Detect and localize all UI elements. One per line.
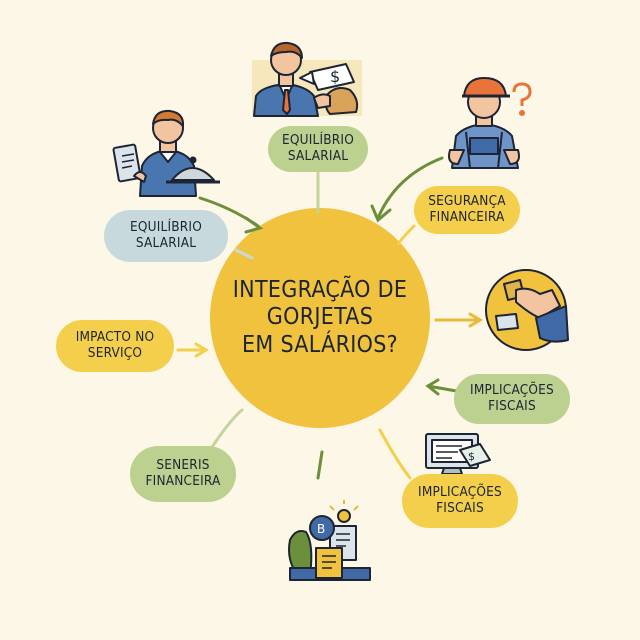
node-left-line1: IMPACTO NO <box>75 329 155 346</box>
central-question-line2: GORJETAS <box>266 304 374 331</box>
node-lower-right-line1: IMPLICAÇÕES <box>418 484 502 501</box>
svg-text:B: B <box>317 522 325 536</box>
node-upper-left-line1: EQUILÍBRIO <box>130 219 202 236</box>
node-top-salary-balance: EQUILÍBRIO SALARIAL <box>268 126 368 172</box>
node-upper-right-line1: SEGURANÇA <box>428 193 506 210</box>
node-right-line1: IMPLICAÇÕES <box>470 382 554 399</box>
connector-upper-right-yellow <box>396 224 416 246</box>
svg-text:$: $ <box>468 450 475 463</box>
center-circle <box>210 208 430 428</box>
arrowhead-right <box>425 378 440 396</box>
node-upper-left-line2: SALARIAL <box>135 235 197 251</box>
connector-lower-left <box>208 408 244 452</box>
handshake-money-icon <box>485 269 569 351</box>
central-question: INTEGRAÇÃO DE GORJETAS EM SALÁRIOS? <box>210 218 430 418</box>
arrowhead-upper-left <box>244 216 264 234</box>
central-question-line1: INTEGRAÇÃO DE <box>232 276 408 303</box>
node-upper-right-financial-security: SEGURANÇA FINANCEIRA <box>414 186 520 234</box>
connector-lower-right <box>378 428 412 480</box>
connector-bottom <box>316 450 324 480</box>
node-top-line1: EQUILÍBRIO <box>282 132 354 149</box>
waiter-with-tray-icon <box>112 109 220 197</box>
svg-text:$: $ <box>330 67 340 86</box>
node-lower-right-tax-implications: IMPLICAÇÕES FISCAIS <box>402 474 518 528</box>
node-right-tax-implications: IMPLICAÇÕES FISCAIS <box>454 374 570 424</box>
arrowhead-right-handshake <box>468 312 483 328</box>
node-lower-left-line1: SENERIS <box>156 457 210 474</box>
node-lower-left-financial: SENERIS FINANCEIRA <box>130 446 236 502</box>
connector-upper-left-blue <box>234 248 254 260</box>
central-question-line3: EM SALÁRIOS? <box>242 331 398 358</box>
node-lower-right-line2: FISCAIS <box>436 500 484 516</box>
node-top-line2: SALARIAL <box>287 148 349 164</box>
finance-documents-icon: B <box>288 500 371 581</box>
computer-tax-document-icon: $ <box>425 433 491 475</box>
connector-upper-right <box>376 156 444 220</box>
node-left-line2: SERVIÇO <box>87 345 143 361</box>
businessman-with-check-icon: $ <box>252 41 362 117</box>
node-left-service-impact: IMPACTO NO SERVIÇO <box>56 320 174 372</box>
worker-with-question-mark-icon <box>448 77 532 169</box>
node-upper-right-line2: FINANCEIRA <box>429 209 505 225</box>
arrowhead-left <box>194 342 209 358</box>
node-right-line2: FISCAIS <box>488 398 536 414</box>
arrowhead-upper-right <box>370 204 392 223</box>
node-upper-left-salary-balance: EQUILÍBRIO SALARIAL <box>104 210 228 262</box>
node-lower-left-line2: FINANCEIRA <box>145 473 221 489</box>
